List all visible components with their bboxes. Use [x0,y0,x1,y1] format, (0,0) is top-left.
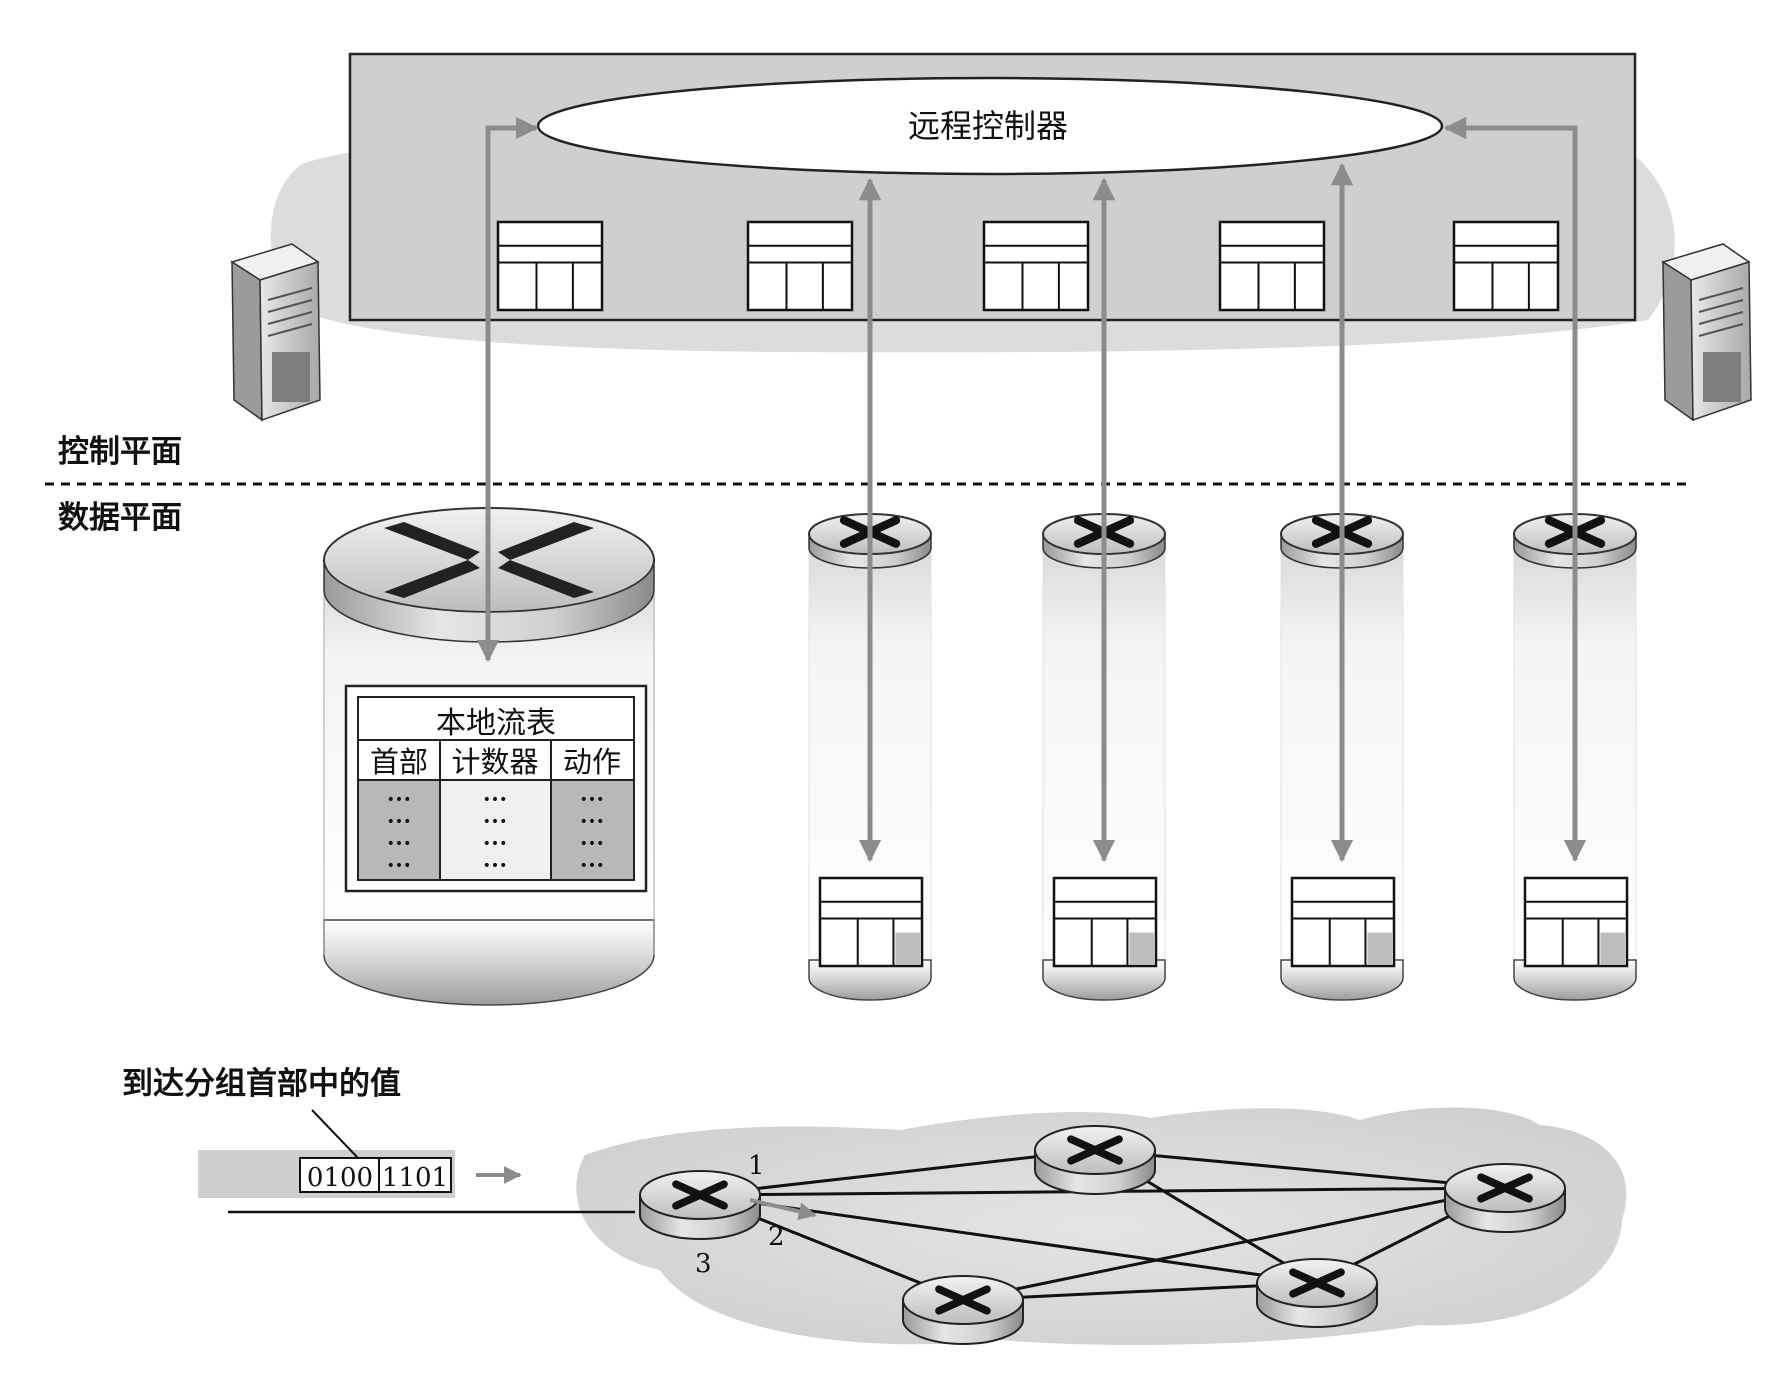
table-cell-ellipsis: ••• [387,836,412,852]
local-flow-table-title: 本地流表 [436,706,556,741]
network-router-4 [1256,1258,1378,1328]
controller-table-1 [496,220,604,312]
table-cell-ellipsis: ••• [387,858,412,874]
router-cross-icon [672,1180,728,1210]
port-label-1: 1 [748,1151,765,1181]
packet-bits-box-b [378,1157,452,1193]
table-cell-ellipsis: ••• [580,814,605,830]
table-cell-ellipsis: ••• [387,814,412,830]
router-cross-icon [1067,1135,1123,1165]
remote-controller-label: 远程控制器 [908,107,1068,145]
data-plane-label: 数据平面 [58,500,182,536]
switch-flow-table-1 [818,876,924,968]
column-header-counter: 计数器 [451,745,538,779]
switch-flow-table-2 [1052,876,1158,968]
controller-link-big-router [476,116,539,663]
packet-bits-b: 1101 [382,1163,448,1193]
port-label-2: 2 [768,1222,785,1252]
packet-caption-leader [311,1109,359,1159]
table-cell-ellipsis: ••• [580,792,605,808]
small-router-group [808,513,1637,1001]
column-header-header: 首部 [370,745,428,779]
switch-flow-table-4 [1523,876,1629,968]
network-router-1 [639,1170,761,1240]
network-router-5 [902,1275,1024,1345]
controller-table-4 [1218,220,1326,312]
switch-flow-table-3 [1290,876,1396,968]
router-cross-icon [935,1285,991,1315]
packet-caption: 到达分组首部中的值 [122,1066,401,1102]
table-cell-ellipsis: ••• [483,792,508,808]
local-flow-table: 本地流表 首部 计数器 动作 •••••••••••••••••••••••••… [344,684,648,893]
table-cell-ellipsis: ••• [483,858,508,874]
switch-1 [808,513,932,1001]
controller-table-3 [982,220,1090,312]
control-plane-label: 控制平面 [58,434,182,470]
controller-link-router-4 [1443,116,1587,863]
server-icon-left [230,243,321,422]
controller-table-2 [746,220,854,312]
network-router-2 [1034,1125,1156,1195]
server-icon-right [1661,243,1752,422]
table-cell-ellipsis: ••• [580,836,605,852]
router-cross-icon [1289,1268,1345,1298]
table-cell-ellipsis: ••• [483,836,508,852]
controller-table-5 [1452,220,1560,312]
table-cell-ellipsis: ••• [483,814,508,830]
table-cell-ellipsis: ••• [387,792,412,808]
table-ellipsis-cells: ••• ••• ••• ••• ••• ••• ••• ••• ••• ••• ••• ••• [387,792,605,874]
packet-bits-box-a [299,1157,380,1193]
packet-bits-a: 0100 [307,1163,373,1193]
column-header-action: 动作 [563,745,621,779]
network-router-3 [1444,1163,1566,1233]
forward-arrow [749,1198,817,1221]
network-router-group [639,1125,1566,1345]
port-label-3: 3 [695,1249,712,1279]
controller-links [476,116,1587,863]
router-cross-icon [1477,1173,1533,1203]
table-cell-ellipsis: ••• [580,858,605,874]
